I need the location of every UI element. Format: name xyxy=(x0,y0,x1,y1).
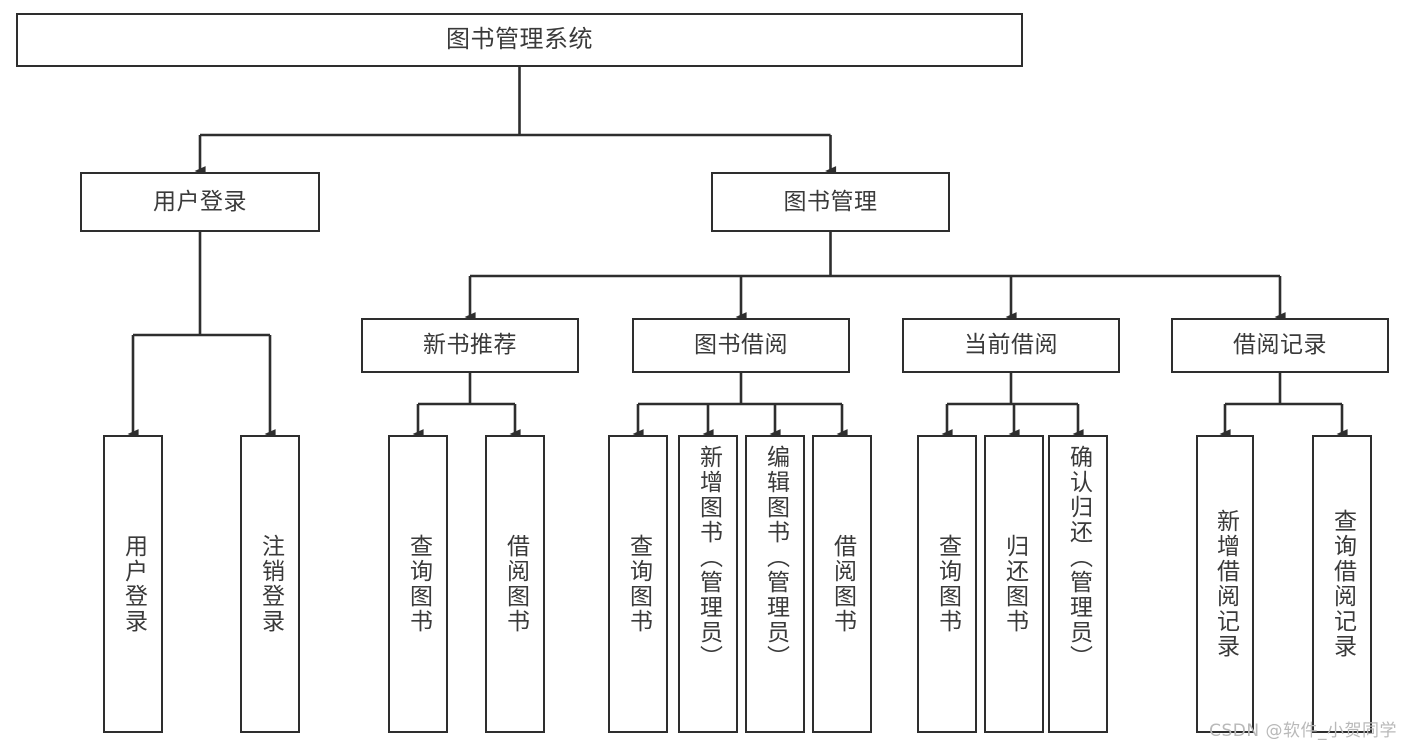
node-leaf-borrow-book-2[interactable]: 借阅图书 xyxy=(812,435,872,733)
node-new-book-rec[interactable]: 新书推荐 xyxy=(361,318,579,373)
node-label-leaf-query-book-2: 查询图书 xyxy=(625,534,652,634)
node-label-leaf-edit-book: 编辑图书（管理员） xyxy=(762,445,789,670)
node-label-leaf-return-book: 归还图书 xyxy=(1001,534,1028,634)
node-label-leaf-add-record: 新增借阅记录 xyxy=(1212,509,1239,659)
node-leaf-query-book-2[interactable]: 查询图书 xyxy=(608,435,668,733)
node-label-leaf-add-book: 新增图书（管理员） xyxy=(695,445,722,670)
node-label-current-borrow: 当前借阅 xyxy=(964,332,1058,359)
node-label-leaf-borrow-book-1: 借阅图书 xyxy=(502,534,529,634)
edges-group xyxy=(127,67,1348,439)
node-label-leaf-confirm-return: 确认归还（管理员） xyxy=(1065,445,1092,670)
node-leaf-add-book[interactable]: 新增图书（管理员） xyxy=(678,435,738,733)
node-leaf-user-login[interactable]: 用户登录 xyxy=(103,435,163,733)
node-current-borrow[interactable]: 当前借阅 xyxy=(902,318,1120,373)
node-leaf-query-book-1[interactable]: 查询图书 xyxy=(388,435,448,733)
node-root[interactable]: 图书管理系统 xyxy=(16,13,1023,67)
node-label-user-login: 用户登录 xyxy=(153,188,247,215)
node-label-leaf-query-book-1: 查询图书 xyxy=(405,534,432,634)
node-leaf-return-book[interactable]: 归还图书 xyxy=(984,435,1044,733)
node-leaf-query-record[interactable]: 查询借阅记录 xyxy=(1312,435,1372,733)
node-leaf-confirm-return[interactable]: 确认归还（管理员） xyxy=(1048,435,1108,733)
node-label-book-manage: 图书管理 xyxy=(783,188,878,215)
node-label-leaf-query-record: 查询借阅记录 xyxy=(1329,509,1356,659)
node-user-login[interactable]: 用户登录 xyxy=(80,172,320,232)
node-book-borrow[interactable]: 图书借阅 xyxy=(632,318,850,373)
node-label-leaf-query-book-3: 查询图书 xyxy=(934,534,961,634)
node-leaf-query-book-3[interactable]: 查询图书 xyxy=(917,435,977,733)
node-label-book-borrow: 图书借阅 xyxy=(694,332,788,359)
node-leaf-logout[interactable]: 注销登录 xyxy=(240,435,300,733)
node-borrow-record[interactable]: 借阅记录 xyxy=(1171,318,1389,373)
node-leaf-borrow-book-1[interactable]: 借阅图书 xyxy=(485,435,545,733)
node-label-borrow-record: 借阅记录 xyxy=(1233,332,1327,359)
watermark-label: CSDN @软件_小贺同学 xyxy=(1209,721,1397,741)
node-label-leaf-borrow-book-2: 借阅图书 xyxy=(829,534,856,634)
node-leaf-edit-book[interactable]: 编辑图书（管理员） xyxy=(745,435,805,733)
node-label-leaf-user-login: 用户登录 xyxy=(120,534,147,634)
node-label-new-book-rec: 新书推荐 xyxy=(423,332,517,359)
node-label-root: 图书管理系统 xyxy=(446,25,593,54)
node-leaf-add-record[interactable]: 新增借阅记录 xyxy=(1196,435,1254,733)
node-label-leaf-logout: 注销登录 xyxy=(257,534,284,634)
node-book-manage[interactable]: 图书管理 xyxy=(711,172,950,232)
